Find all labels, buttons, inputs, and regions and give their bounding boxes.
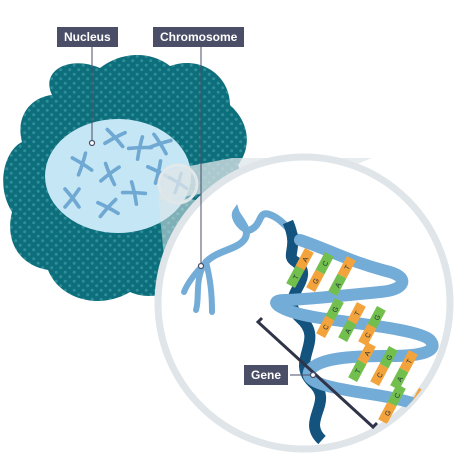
- base-pair: TA: [348, 341, 376, 383]
- base-pair: AT: [338, 301, 366, 343]
- chromosome-label: Chromosome: [153, 27, 245, 47]
- base-letter: G: [312, 277, 321, 285]
- base-left: [316, 315, 335, 339]
- base-letter: A: [406, 414, 415, 422]
- base-right: [379, 345, 398, 369]
- base-letter: A: [364, 350, 373, 358]
- base-letter: G: [332, 306, 341, 314]
- base-right: [295, 247, 314, 271]
- base-right: [399, 349, 418, 373]
- chromosome-strand: [202, 204, 304, 266]
- base-right: [315, 251, 334, 275]
- base-right: [347, 301, 366, 325]
- base-letter: T: [354, 310, 363, 318]
- base-pair: AT: [328, 255, 356, 297]
- base-letter: A: [344, 328, 353, 336]
- base-pair: GC: [378, 383, 406, 425]
- base-right: [367, 305, 386, 329]
- base-right: [387, 383, 406, 407]
- dna-back-strand: [282, 219, 327, 445]
- base-left: [286, 265, 305, 289]
- base-right: [337, 255, 356, 279]
- nucleus: [45, 119, 191, 233]
- base-right: [357, 341, 376, 365]
- gene-label: Gene: [244, 365, 289, 385]
- base-letter: G: [386, 354, 395, 362]
- base-pair: CG: [358, 305, 386, 347]
- base-letter: T: [293, 273, 302, 281]
- base-letter: C: [394, 392, 403, 400]
- base-letter: A: [302, 256, 311, 264]
- base-letter: A: [334, 282, 343, 290]
- base-left: [328, 273, 347, 297]
- base-left: [306, 269, 325, 293]
- base-letter: G: [374, 314, 383, 322]
- base-letter: C: [322, 260, 331, 268]
- base-letter: C: [322, 324, 331, 332]
- base-pair: AT: [390, 349, 418, 391]
- base-letter: T: [355, 367, 364, 375]
- base-letter: T: [406, 358, 415, 366]
- base-letter: C: [364, 332, 373, 340]
- base-left: [358, 323, 377, 347]
- base-right: [325, 297, 344, 321]
- base-left: [348, 359, 367, 383]
- gene-pointer-dot: [309, 371, 317, 379]
- base-pair: GC: [306, 251, 334, 293]
- base-left: [378, 401, 397, 425]
- nucleus-label: Nucleus: [57, 27, 118, 47]
- base-pair: CG: [370, 345, 398, 387]
- chromosome-pointer-dot: [197, 262, 205, 270]
- base-left: [390, 367, 409, 391]
- base-left: [338, 319, 357, 343]
- base-pair: CG: [316, 297, 344, 339]
- base-pair: TA: [286, 247, 314, 289]
- base-letter: T: [344, 264, 353, 272]
- base-left: [370, 363, 389, 387]
- base-letter: C: [376, 372, 385, 380]
- base-letter: A: [396, 376, 405, 384]
- nucleus-pointer-dot: [88, 139, 96, 147]
- base-letter: G: [384, 409, 393, 417]
